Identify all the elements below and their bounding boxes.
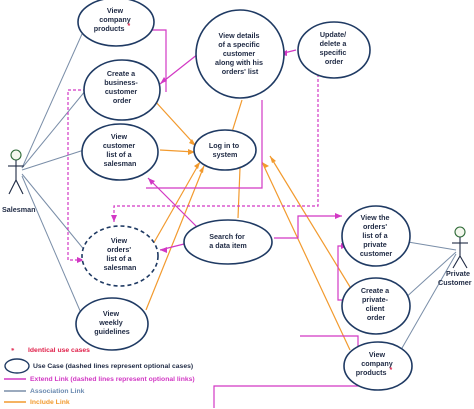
use-case-view-products-salesman[interactable] bbox=[77, 0, 155, 47]
include-link bbox=[153, 99, 197, 147]
include-link bbox=[151, 161, 201, 247]
extend-link bbox=[300, 335, 359, 354]
include-arrowhead bbox=[189, 139, 196, 146]
use-case-label: View company products * bbox=[94, 6, 133, 33]
include-link bbox=[269, 155, 359, 301]
legend: * Identical use cases Use Case (dashed l… bbox=[4, 347, 195, 406]
use-case-label: View orders' list of a salesman bbox=[104, 236, 137, 272]
use-case-label: View weekly guidelines bbox=[94, 309, 130, 336]
include-link bbox=[261, 161, 351, 351]
include-link bbox=[145, 165, 205, 311]
use-case-create-private-order[interactable] bbox=[341, 277, 411, 335]
include-arrowhead bbox=[262, 162, 269, 168]
use-case-labels: View company products * Create a busines… bbox=[94, 6, 395, 377]
actor-head bbox=[10, 149, 22, 161]
extend-links-optional bbox=[67, 74, 319, 261]
use-case-label: Update/ delete a specific order bbox=[320, 30, 349, 66]
use-case-label: View company products * bbox=[356, 350, 395, 377]
legend-use-case-label: Use Case (dashed lines represent optiona… bbox=[33, 363, 193, 370]
use-case-label: View the orders' list of a private custo… bbox=[360, 213, 393, 258]
use-case-ellipses bbox=[75, 0, 413, 391]
association-link bbox=[21, 89, 87, 169]
use-case-label: View details of a specific customer alon… bbox=[215, 31, 265, 76]
include-arrowhead bbox=[188, 149, 195, 155]
use-case-view-guidelines[interactable] bbox=[75, 297, 149, 351]
use-case-search-item[interactable] bbox=[183, 219, 273, 265]
extend-arrowhead bbox=[160, 77, 167, 84]
include-arrowhead bbox=[270, 156, 276, 163]
use-case-label: View customer list of a salesman bbox=[103, 132, 137, 168]
legend-identical-label: Identical use cases bbox=[28, 347, 90, 354]
association-link bbox=[21, 33, 83, 169]
legend-extend-label: Extend Link (dashed lines represent opti… bbox=[30, 376, 195, 383]
use-case-create-business-order[interactable] bbox=[83, 59, 161, 121]
include-arrowheads bbox=[188, 132, 276, 173]
use-case-label: Create a private- client order bbox=[361, 286, 391, 322]
actor-private-customer bbox=[452, 226, 468, 269]
use-case-label: Log in to system bbox=[209, 141, 241, 159]
include-link bbox=[237, 167, 241, 219]
use-case-update-delete-order[interactable] bbox=[297, 21, 371, 79]
extend-link-optional bbox=[113, 74, 319, 222]
actor-leg bbox=[452, 255, 461, 269]
association-links bbox=[21, 33, 457, 363]
actor-leg bbox=[459, 255, 468, 269]
use-case-label: Create a business- customer order bbox=[104, 69, 140, 105]
include-arrowhead bbox=[194, 162, 200, 169]
extend-arrowhead bbox=[335, 213, 342, 219]
use-case-log-in[interactable] bbox=[193, 129, 257, 171]
association-link bbox=[21, 149, 85, 171]
legend-include-label: Include Link bbox=[30, 399, 70, 406]
legend-association-label: Association Link bbox=[30, 388, 85, 395]
extend-link bbox=[147, 177, 201, 231]
legend-star-symbol: * bbox=[11, 347, 15, 355]
association-link bbox=[21, 175, 85, 321]
actor-head bbox=[454, 226, 466, 238]
include-link bbox=[231, 99, 243, 133]
use-case-view-products-private[interactable] bbox=[343, 341, 413, 391]
use-case-view-orders-salesman[interactable] bbox=[81, 225, 159, 287]
actor-leg bbox=[15, 179, 24, 195]
include-arrowhead bbox=[199, 166, 204, 173]
extend-arrowhead bbox=[111, 215, 117, 222]
association-link bbox=[21, 173, 87, 253]
extend-link-optional bbox=[67, 89, 86, 261]
use-case-label: Search for a data item bbox=[209, 232, 247, 250]
extend-link bbox=[148, 29, 167, 92]
extend-arrowhead bbox=[160, 247, 167, 253]
use-case-view-customer-details[interactable] bbox=[195, 9, 285, 99]
extend-link bbox=[146, 100, 263, 189]
extend-link bbox=[213, 380, 359, 408]
extend-arrowhead bbox=[77, 257, 84, 263]
association-link bbox=[393, 253, 457, 363]
use-case-view-orders-private[interactable] bbox=[341, 205, 411, 267]
actor-salesman-label: Salesman bbox=[2, 205, 36, 214]
extend-arrowhead bbox=[148, 178, 155, 185]
actor-private-customer-label: Private bbox=[446, 269, 470, 278]
actor-private-customer-label: Customer bbox=[438, 278, 472, 287]
legend-use-case-symbol bbox=[4, 358, 30, 374]
include-links bbox=[145, 99, 359, 351]
actor-salesman bbox=[8, 149, 24, 195]
use-case-view-customer-list[interactable] bbox=[81, 123, 159, 181]
extend-link bbox=[274, 215, 342, 239]
actor-leg bbox=[8, 179, 17, 195]
